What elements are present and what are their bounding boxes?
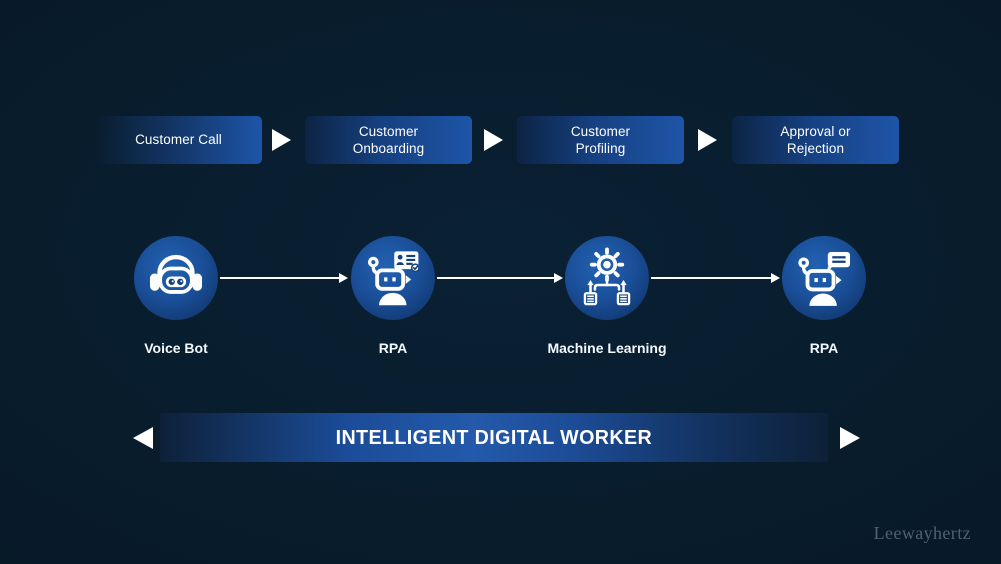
step-customer-onboarding: Customer Onboarding — [305, 116, 472, 164]
voice-bot-icon — [149, 254, 203, 294]
connector-arrow-icon — [437, 272, 563, 283]
step-customer-profiling: Customer Profiling — [517, 116, 684, 164]
step-label: Approval or Rejection — [780, 123, 851, 156]
step-label: Customer Onboarding — [352, 123, 425, 156]
flow-arrow-right-icon — [272, 129, 291, 151]
flow-arrow-right-icon — [484, 129, 503, 151]
connector-arrow-icon — [220, 272, 348, 283]
banner-arrow-left-icon — [133, 427, 153, 449]
worker-machine-learning — [565, 236, 649, 320]
worker-label-rpa-1: RPA — [378, 340, 408, 356]
gear-data-icon — [583, 247, 631, 306]
banner-arrow-right-icon — [840, 427, 860, 449]
worker-label-machine-learning: Machine Learning — [547, 340, 667, 356]
step-label: Customer Profiling — [570, 123, 631, 156]
step-label: Customer Call — [135, 132, 222, 148]
worker-rpa-1 — [351, 236, 435, 320]
worker-label-rpa-2: RPA — [809, 340, 839, 356]
banner-title: INTELLIGENT DIGITAL WORKER — [335, 425, 653, 449]
worker-voice-bot — [134, 236, 218, 320]
flow-arrow-right-icon — [698, 129, 717, 151]
connector-arrow-icon — [651, 272, 780, 283]
step-approval-rejection: Approval or Rejection — [732, 116, 899, 164]
worker-rpa-2 — [782, 236, 866, 320]
step-customer-call: Customer Call — [95, 116, 262, 164]
banner: INTELLIGENT DIGITAL WORKER — [160, 413, 828, 462]
robot-chat-icon — [798, 251, 851, 306]
worker-label-voice-bot: Voice Bot — [144, 340, 208, 356]
robot-id-card-icon — [367, 251, 420, 306]
watermark-logo: Leewayhertz — [873, 523, 971, 543]
